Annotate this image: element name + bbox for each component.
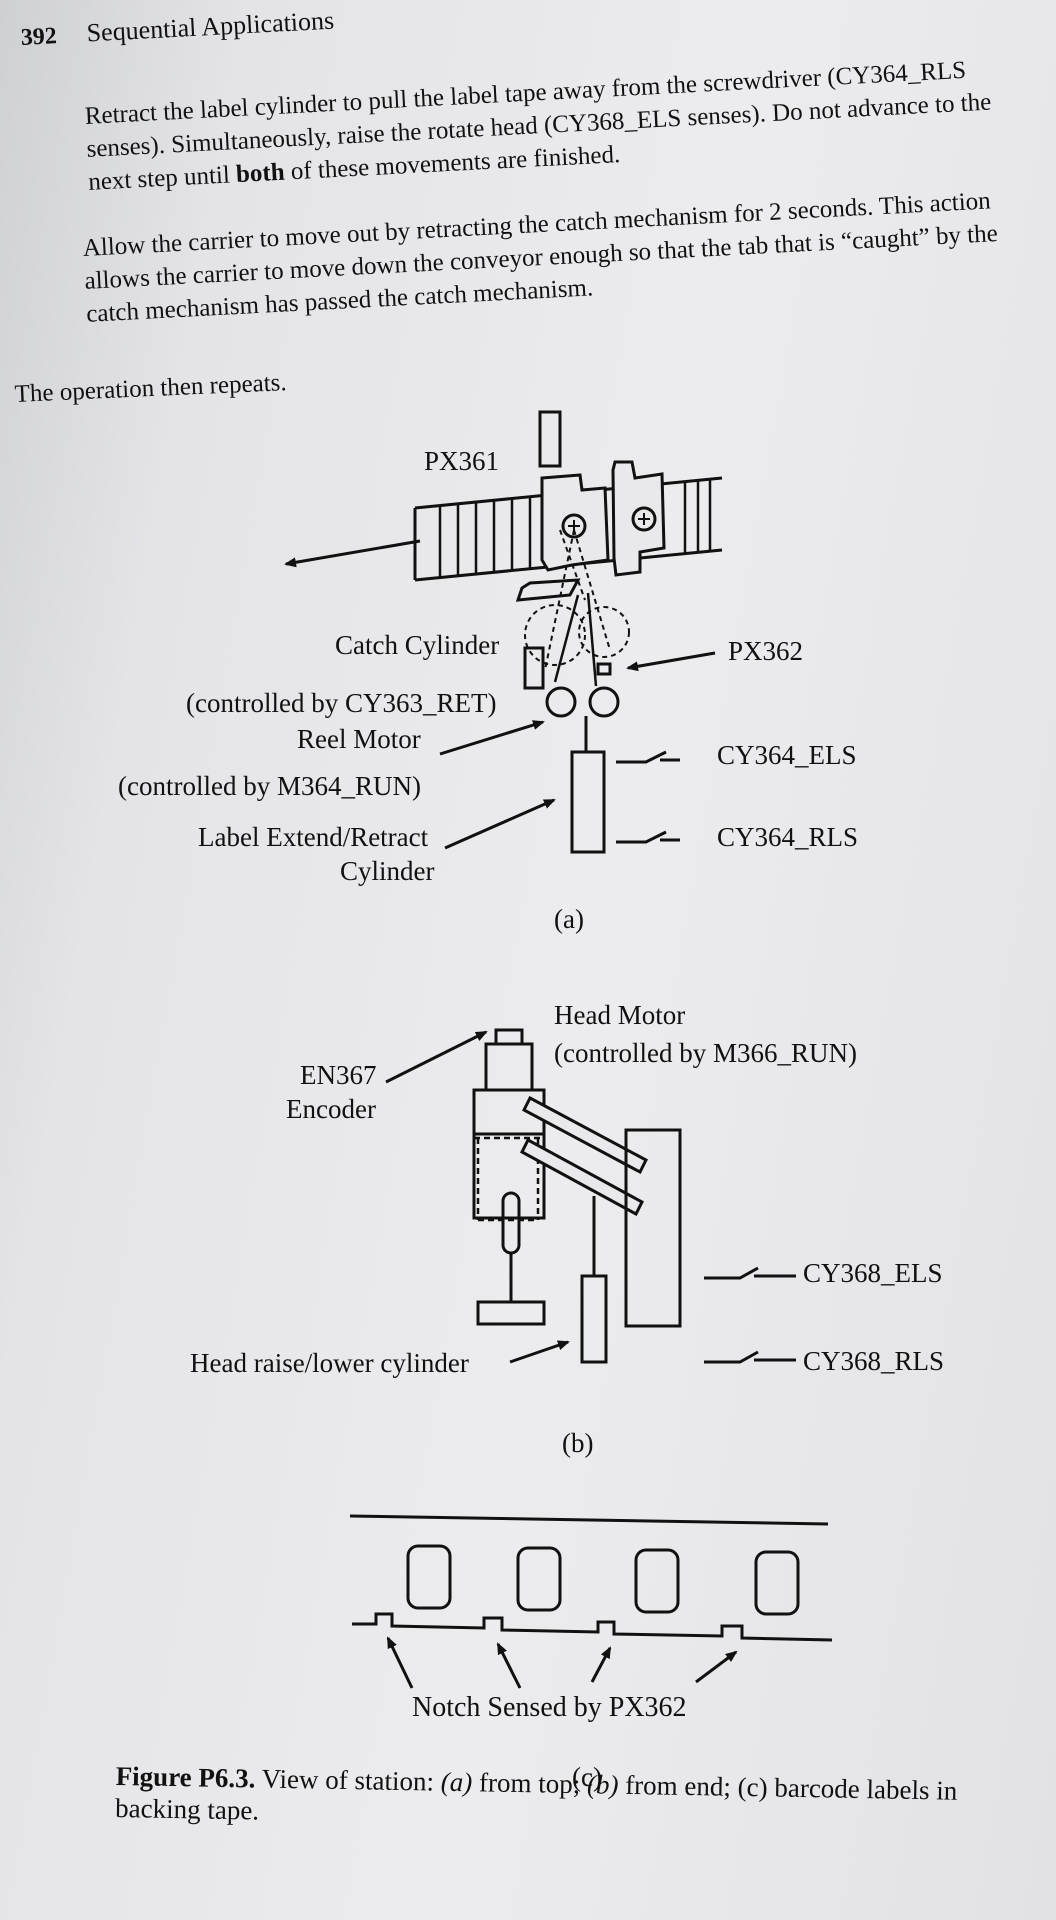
figure-a-sublabel: (a) (554, 904, 584, 934)
figure-b-sublabel: (b) (562, 1428, 593, 1458)
catch-tab (515, 578, 581, 602)
px362-label: PX362 (728, 636, 803, 666)
head-raise-cylinder (580, 1274, 608, 1364)
cy364-els-label: CY364_ELS (717, 740, 857, 770)
slide-rail-lower (520, 1137, 644, 1217)
conveyor-slats-right (683, 479, 712, 554)
figure-b-end-view (385, 1028, 796, 1364)
px361-sensor (538, 410, 562, 468)
screwdriver-bit (501, 1191, 521, 1255)
catch-cylinder-label: Catch Cylinder (335, 630, 499, 660)
tape-notched-edge (352, 1612, 833, 1642)
notch-arrow-1 (386, 1636, 414, 1689)
head-motor-arrow (385, 1030, 488, 1084)
figure-a-top-view (284, 410, 723, 854)
head-motor (484, 1042, 534, 1092)
head-motor-label: Head Motor (554, 1000, 685, 1030)
figure-caption-text-1: View of station: (255, 1763, 442, 1797)
px362-sensor (596, 662, 612, 676)
reel-dashed-left (524, 604, 586, 666)
reel-motor-ctrl-label: (controlled by M364_RUN) (118, 771, 421, 801)
figure-c-label-tape (349, 1514, 833, 1689)
cy364-els-switch (616, 750, 680, 764)
en367-label: EN367 (300, 1060, 377, 1090)
barcode-label-1 (406, 1544, 452, 1610)
figure-caption-text-2: from top; (471, 1767, 588, 1800)
carrier-right-screw (631, 506, 657, 532)
head-body-lower (472, 1132, 546, 1220)
barcode-label-3 (634, 1548, 680, 1614)
cy368-els-label: CY368_ELS (803, 1258, 943, 1288)
conveyor-slats-left (438, 496, 532, 578)
label-extend-cylinder (570, 750, 606, 854)
cy368-rls-label: CY368_RLS (803, 1346, 944, 1376)
notch-label: Notch Sensed by PX362 (412, 1692, 687, 1723)
carrier-left-screw (561, 513, 587, 539)
barcode-label-2 (516, 1546, 562, 1612)
slide-rail-upper (522, 1095, 648, 1175)
head-frame (624, 1128, 682, 1328)
cy364-rls-switch (616, 830, 680, 844)
reel-roller-left (545, 686, 577, 718)
head-cylinder-arrow (509, 1340, 570, 1364)
label-cylinder-label-2: Cylinder (340, 856, 435, 886)
figure-c-sublabel: (c) (572, 1762, 602, 1792)
head-motor-cap (494, 1028, 524, 1046)
cy368-els-switch (704, 1266, 796, 1280)
tape-top-edge (349, 1514, 829, 1526)
label-cylinder-label-1: Label Extend/Retract (198, 822, 429, 852)
figure-caption-title: Figure P6.3. (115, 1760, 256, 1794)
px362-arrow (626, 651, 716, 672)
px361-label: PX361 (424, 446, 499, 476)
notch-arrow-3 (590, 1646, 612, 1683)
cy364-rls-label: CY364_RLS (717, 822, 858, 852)
reel-dashed-right (578, 606, 630, 658)
encoder-label: Encoder (286, 1094, 376, 1124)
head-cylinder-label: Head raise/lower cylinder (190, 1348, 469, 1378)
head-motor-ctrl-label: (controlled by M366_RUN) (554, 1038, 857, 1068)
notch-arrow-2 (496, 1642, 522, 1689)
reel-motor-arrow (439, 720, 545, 756)
barcode-label-4 (754, 1550, 800, 1616)
catch-cylinder-ctrl-label: (controlled by CY363_RET) (186, 688, 496, 718)
figure-caption-a: (a) (440, 1766, 473, 1798)
figure-caption-b: (b) (586, 1769, 619, 1800)
reel-roller-right (588, 686, 620, 718)
catch-cylinder (523, 646, 545, 690)
reel-motor-label: Reel Motor (297, 724, 421, 754)
label-cylinder-arrow (444, 798, 556, 850)
conveyor-direction-arrow (284, 539, 421, 568)
screwdriver-base (476, 1300, 546, 1326)
cy368-rls-switch (704, 1350, 796, 1364)
notch-arrow-4 (695, 1650, 738, 1684)
